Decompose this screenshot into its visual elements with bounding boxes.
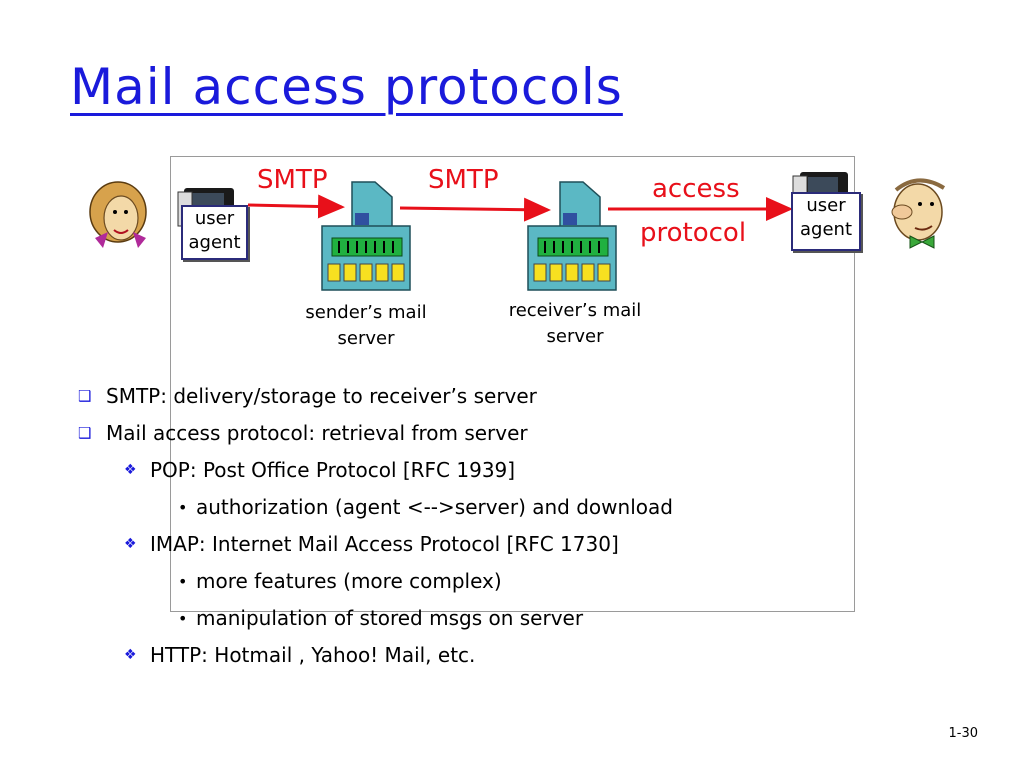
diamond-bullet-icon: ❖ <box>124 462 137 478</box>
user-agent-right-line2: agent <box>800 219 852 240</box>
bullet-item: ❑ Mail access protocol: retrieval from s… <box>78 415 673 452</box>
bullet-text: SMTP: delivery/storage to receiver’s ser… <box>106 384 537 408</box>
bullet-text: HTTP: Hotmail , Yahoo! Mail, etc. <box>150 643 476 667</box>
receiver-caption-line2: server <box>546 326 604 347</box>
receiver-server-caption: receiver’s mail server <box>494 298 656 350</box>
smtp-label-1: SMTP <box>257 165 328 195</box>
bullet-item: ❖ HTTP: Hotmail , Yahoo! Mail, etc. <box>78 637 673 674</box>
bullet-text: more features (more complex) <box>196 569 502 593</box>
user-agent-box-left: user agent <box>181 205 248 260</box>
receiver-mail-server-icon <box>527 181 617 291</box>
slide-title: Mail access protocols <box>70 58 623 116</box>
dot-bullet-icon: • <box>178 498 188 517</box>
slide-number: 1-30 <box>948 726 978 741</box>
bullet-item: ❑ SMTP: delivery/storage to receiver’s s… <box>78 378 673 415</box>
bullet-item: • manipulation of stored msgs on server <box>78 600 673 637</box>
sender-caption-line1: sender’s mail <box>305 302 427 323</box>
user-agent-left-line2: agent <box>188 232 241 253</box>
bullet-text: authorization (agent <-->server) and dow… <box>196 495 673 519</box>
sender-server-caption: sender’s mail server <box>290 300 442 352</box>
smtp-arrow-2 <box>399 197 551 222</box>
dot-bullet-icon: • <box>178 572 188 591</box>
user-agent-left-line1: user <box>194 208 235 229</box>
bullet-list: ❑ SMTP: delivery/storage to receiver’s s… <box>78 378 673 674</box>
dot-bullet-icon: • <box>178 609 188 628</box>
user-agent-right-line1: user <box>806 195 846 216</box>
receiver-caption-line1: receiver’s mail <box>508 300 642 321</box>
square-bullet-icon: ❑ <box>78 387 92 405</box>
square-bullet-icon: ❑ <box>78 424 92 442</box>
bullet-item: ❖ POP: Post Office Protocol [RFC 1939] <box>78 452 673 489</box>
bullet-text: IMAP: Internet Mail Access Protocol [RFC… <box>150 532 619 556</box>
bullet-text: Mail access protocol: retrieval from ser… <box>106 421 528 445</box>
woman-icon <box>89 181 147 248</box>
sender-mail-server-icon <box>321 181 411 291</box>
bullet-item: • authorization (agent <-->server) and d… <box>78 489 673 526</box>
diamond-bullet-icon: ❖ <box>124 647 137 663</box>
smtp-label-2: SMTP <box>428 165 499 195</box>
bullet-item: ❖ IMAP: Internet Mail Access Protocol [R… <box>78 526 673 563</box>
protocol-label: protocol <box>640 218 747 248</box>
bullet-text: manipulation of stored msgs on server <box>196 606 584 630</box>
diamond-bullet-icon: ❖ <box>124 536 137 552</box>
sender-caption-line2: server <box>337 328 395 349</box>
bullet-text: POP: Post Office Protocol [RFC 1939] <box>150 458 516 482</box>
access-label: access <box>652 174 740 204</box>
user-agent-box-right: user agent <box>791 192 861 251</box>
diagram-frame <box>170 156 855 612</box>
man-icon <box>891 178 946 249</box>
bullet-item: • more features (more complex) <box>78 563 673 600</box>
smtp-arrow-1 <box>247 194 345 219</box>
